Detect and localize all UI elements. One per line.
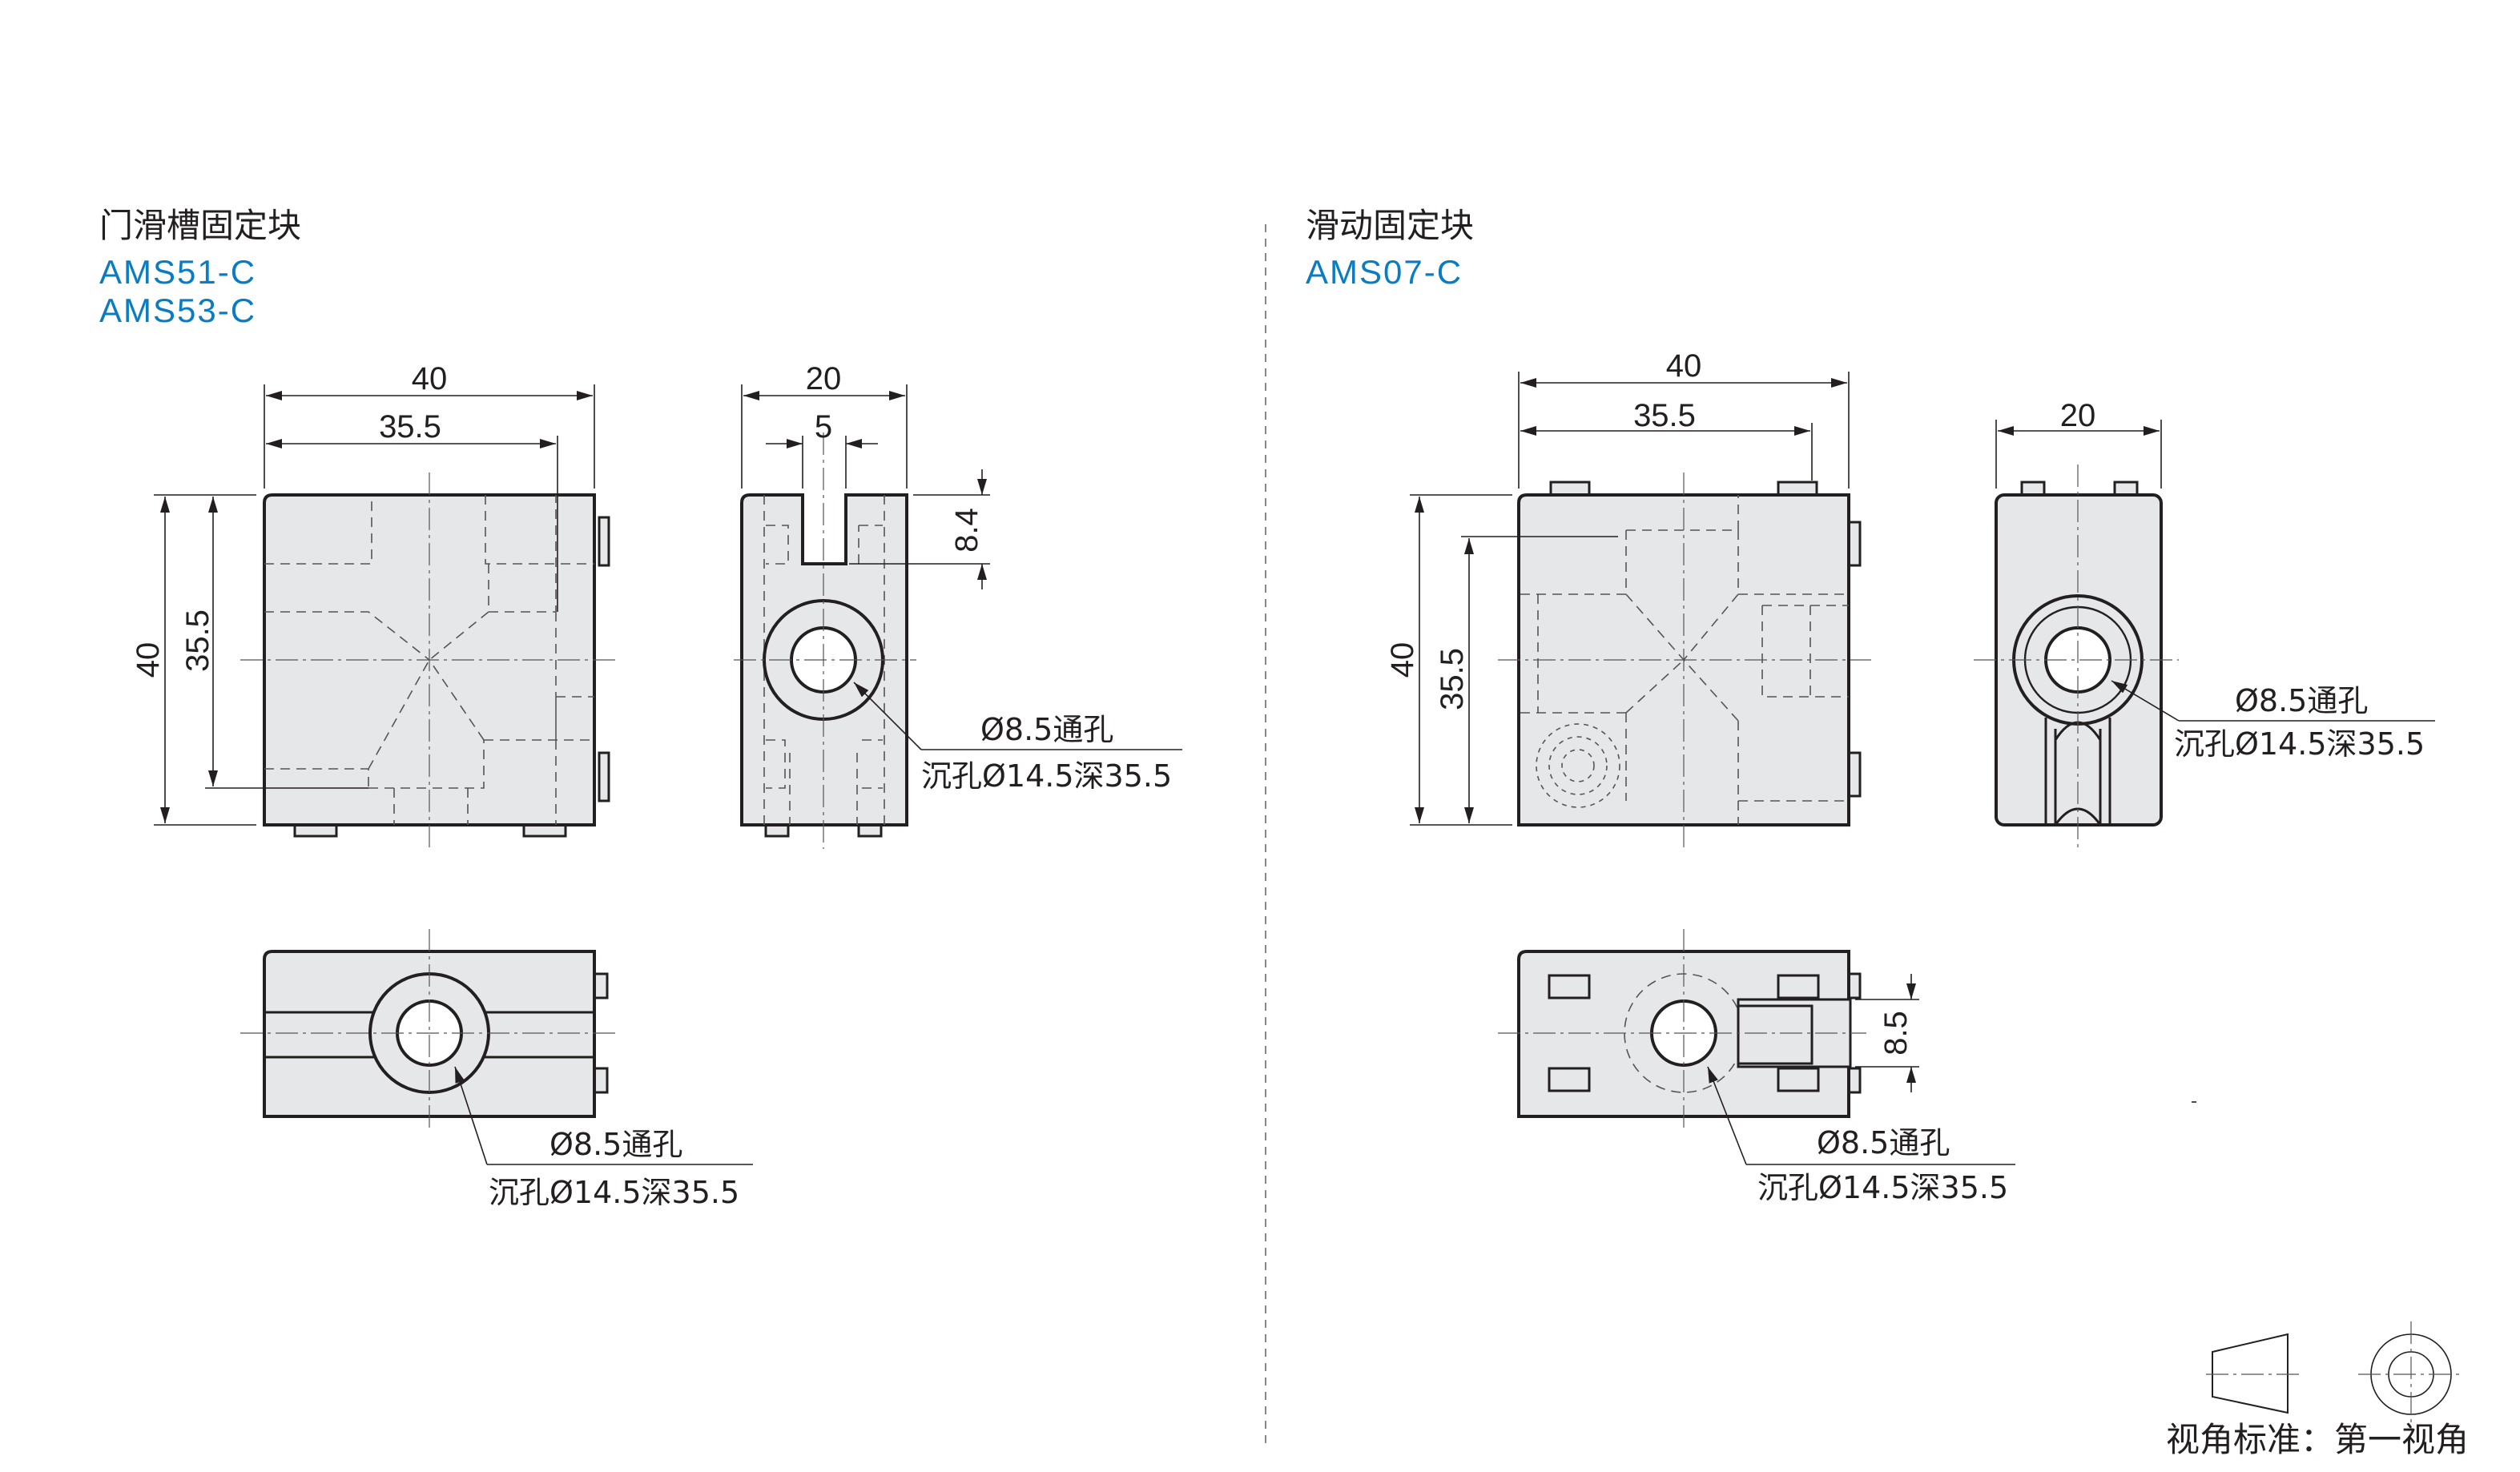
projection-standard-label: 视角标准：第一视角 — [2166, 1420, 2469, 1459]
right-front-view — [1410, 372, 1871, 849]
left-side-note-counterbore: 沉孔Ø14.5深35.5 — [921, 758, 1172, 794]
dim-right-width: 40 — [1666, 348, 1702, 384]
left-side-note-hole: Ø8.5通孔 — [980, 712, 1113, 747]
left-top-view — [240, 929, 753, 1165]
left-code-2: AMS53-C — [99, 292, 256, 329]
right-top-view — [1498, 929, 2015, 1165]
left-side-view — [734, 384, 1182, 849]
dim-left-side-width: 20 — [806, 361, 842, 396]
right-side-note-hole: Ø8.5通孔 — [2235, 683, 2368, 718]
left-front-view — [154, 384, 618, 849]
left-title: 门滑槽固定块 — [99, 206, 301, 245]
dim-left-slot-depth: 8.4 — [949, 508, 984, 553]
left-code-1: AMS51-C — [99, 253, 256, 291]
right-code-1: AMS07-C — [1306, 253, 1463, 291]
dim-right-slot-width: 8.5 — [1878, 1011, 1914, 1056]
right-side-note-counterbore: 沉孔Ø14.5深35.5 — [2174, 726, 2425, 762]
dim-left-width: 40 — [412, 361, 448, 396]
right-title: 滑动固定块 — [1306, 206, 1474, 245]
dim-right-inner-height: 35.5 — [1435, 648, 1470, 710]
right-side-view — [1974, 420, 2435, 849]
dim-right-inner-width: 35.5 — [1633, 398, 1696, 433]
first-angle-projection-symbol — [2192, 1101, 2464, 1429]
dim-left-slot: 5 — [815, 409, 832, 444]
dim-left-inner-height: 35.5 — [180, 609, 215, 672]
dim-left-height: 40 — [131, 642, 166, 678]
left-top-note-counterbore: 沉孔Ø14.5深35.5 — [489, 1175, 739, 1210]
left-top-note-hole: Ø8.5通孔 — [549, 1127, 682, 1162]
dim-right-side-width: 20 — [2060, 398, 2096, 433]
right-top-note-counterbore: 沉孔Ø14.5深35.5 — [1757, 1170, 2008, 1205]
dim-left-inner-width: 35.5 — [379, 409, 441, 444]
right-top-note-hole: Ø8.5通孔 — [1817, 1125, 1950, 1160]
dim-right-height: 40 — [1385, 642, 1420, 678]
